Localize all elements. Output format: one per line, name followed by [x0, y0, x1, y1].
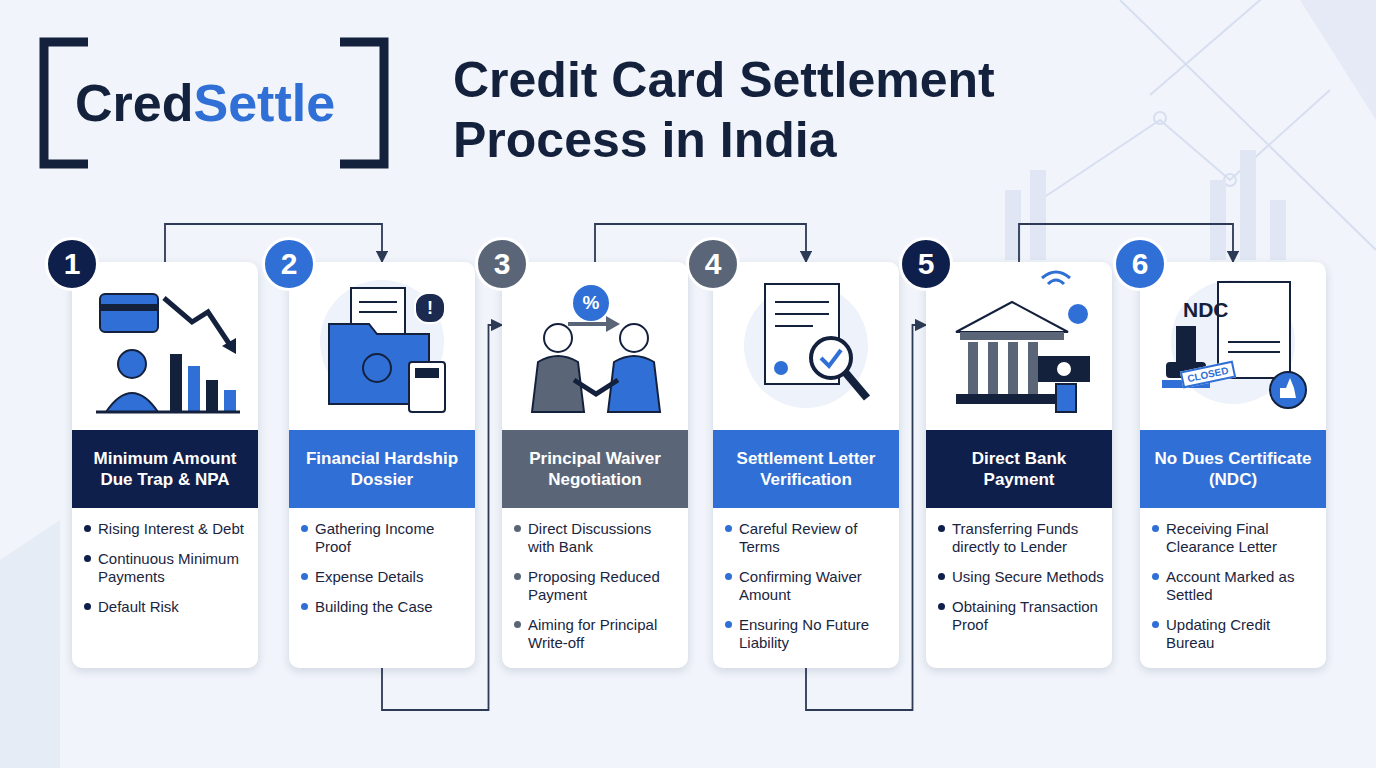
bullet-text: Gathering Income Proof: [315, 520, 467, 556]
step-card: 4Settlement Letter VerificationCareful R…: [713, 262, 899, 668]
bullet-text: Obtaining Transaction Proof: [952, 598, 1104, 634]
bullet-text: Transferring Funds directly to Lender: [952, 520, 1104, 556]
bullet-text: Updating Credit Bureau: [1166, 616, 1318, 652]
step-card: 5Direct Bank PaymentTransferring Funds d…: [926, 262, 1112, 668]
step-number: 2: [262, 237, 316, 291]
bullet-text: Confirming Waiver Amount: [739, 568, 891, 604]
bullet-text: Rising Interest & Debt: [98, 520, 250, 538]
logo-text: Cred: [75, 72, 193, 134]
step-heading: Direct Bank Payment: [926, 430, 1112, 508]
document-title: NDC: [1183, 298, 1229, 322]
bullet-text: Default Risk: [98, 598, 250, 616]
bullet-text: Building the Case: [315, 598, 467, 616]
bullet-text: Using Secure Methods: [952, 568, 1104, 586]
step-heading: No Dues Certificate (NDC): [1140, 430, 1326, 508]
step-number: 6: [1113, 237, 1167, 291]
step-card: 6No Dues Certificate (NDC)Receiving Fina…: [1140, 262, 1326, 668]
step-icon: [926, 262, 1112, 430]
title: Credit Card Settlement Process in India: [453, 50, 1133, 170]
bullet-text: Proposing Reduced Payment: [528, 568, 680, 604]
bullet-text: Direct Discussions with Bank: [528, 520, 680, 556]
step-number: 5: [899, 237, 953, 291]
step-icon: [1140, 262, 1326, 430]
step-icon: [713, 262, 899, 430]
bullet-text: Continuous Minimum Payments: [98, 550, 250, 586]
step-number: 1: [45, 237, 99, 291]
step-number: 3: [475, 237, 529, 291]
bullet-text: Account Marked as Settled: [1166, 568, 1318, 604]
bullet-text: Receiving Final Clearance Letter: [1166, 520, 1318, 556]
step-heading: Principal Waiver Negotiation: [502, 430, 688, 508]
icon-symbol: !: [414, 292, 446, 324]
bullet-text: Careful Review of Terms: [739, 520, 891, 556]
step-icon: [289, 262, 475, 430]
step-number: 4: [686, 237, 740, 291]
icon-symbol: %: [573, 285, 609, 321]
step-card: 1Minimum Amount Due Trap & NPARising Int…: [72, 262, 258, 668]
logo-text: Settle: [193, 72, 335, 134]
bullet-text: Aiming for Principal Write-off: [528, 616, 680, 652]
step-heading: Settlement Letter Verification: [713, 430, 899, 508]
bullet-text: Ensuring No Future Liability: [739, 616, 891, 652]
step-icon: [72, 262, 258, 430]
bullet-text: Expense Details: [315, 568, 467, 586]
step-heading: Financial Hardship Dossier: [289, 430, 475, 508]
step-card: 3Principal Waiver NegotiationDirect Disc…: [502, 262, 688, 668]
step-card: 2Financial Hardship DossierGathering Inc…: [289, 262, 475, 668]
step-heading: Minimum Amount Due Trap & NPA: [72, 430, 258, 508]
